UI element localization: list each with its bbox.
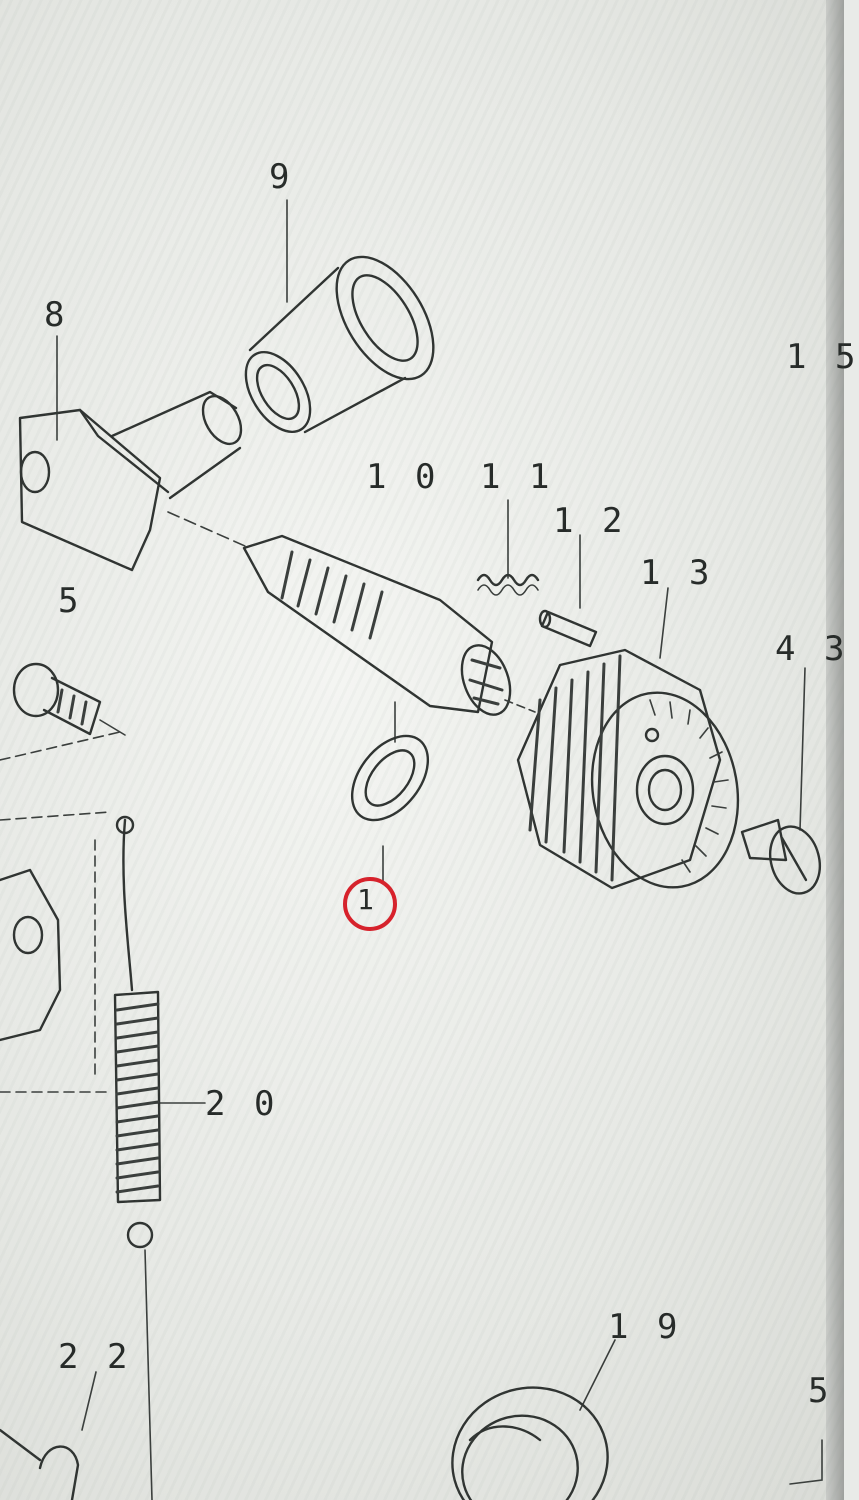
monitor-bezel-edge	[826, 0, 844, 1500]
callout-5-left: 5	[58, 581, 83, 621]
callout-10: 1 0	[366, 457, 440, 497]
part-8-bracket	[18, 390, 246, 572]
callout-19: 1 9	[608, 1307, 682, 1347]
callout-15: 1 5	[786, 337, 859, 377]
callout-8: 8	[44, 295, 69, 335]
callout-5-right: 5	[808, 1371, 833, 1411]
left-mechanism-partial	[0, 731, 121, 1093]
leader-lines	[56, 199, 806, 1431]
exploded-parts-drawing	[0, 199, 823, 1500]
part-9-bushing	[244, 255, 435, 434]
callout-11: 1 1	[480, 457, 554, 497]
callout-20: 2 0	[205, 1084, 279, 1124]
part-11-spring	[476, 573, 540, 596]
callout-13: 1 3	[640, 553, 714, 593]
part-43-screw	[740, 818, 821, 895]
part-13-dial-knob	[516, 648, 740, 890]
part-5-screw-left	[12, 662, 126, 736]
part-22-clip	[0, 1428, 80, 1500]
callout-43: 4 3	[775, 629, 849, 669]
part-12-pin	[538, 609, 598, 648]
red-highlight-circle	[343, 877, 397, 931]
right-edge-partial	[789, 1439, 823, 1485]
callout-12: 1 2	[553, 501, 627, 541]
part-21-washer	[350, 734, 430, 822]
part-20-spring	[113, 815, 162, 1500]
callout-22: 2 2	[58, 1337, 132, 1377]
part-19-cap	[451, 1386, 609, 1500]
callout-9: 9	[269, 157, 294, 197]
part-10-shaft	[242, 534, 536, 716]
